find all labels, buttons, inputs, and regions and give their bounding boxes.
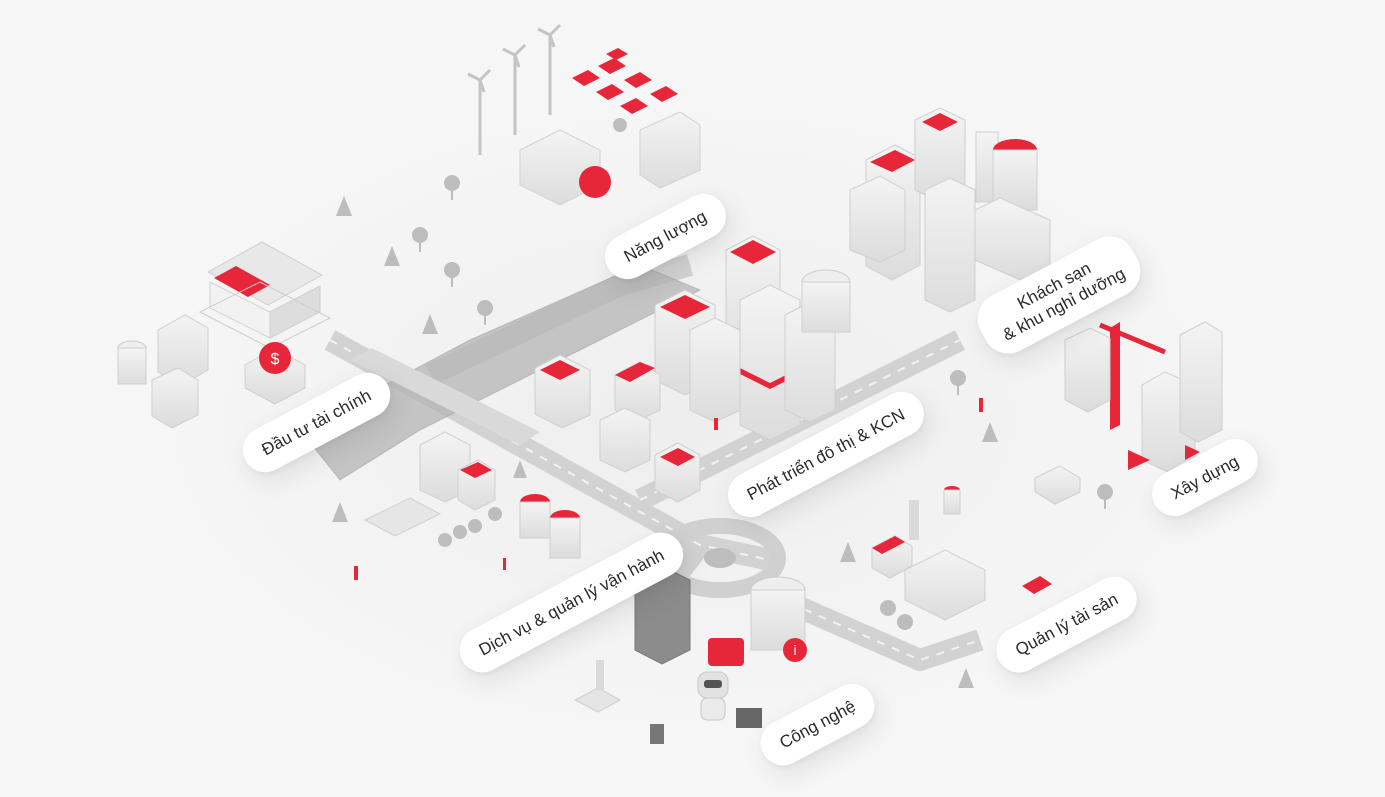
asset-facilities — [871, 465, 1081, 621]
tech-facilities: i — [573, 565, 807, 744]
robot-icon — [697, 671, 729, 721]
svg-text:i: i — [793, 642, 796, 658]
river — [300, 265, 700, 480]
bank-icon — [198, 241, 332, 349]
bridge — [350, 348, 540, 445]
finance-buildings: $ — [117, 314, 306, 429]
trees — [332, 118, 1113, 688]
roundabout-statue — [704, 548, 736, 568]
dollar-coin-icon — [259, 342, 291, 374]
solar-panel-icon — [572, 48, 678, 114]
hotel-buildings — [849, 107, 1051, 313]
wind-turbine-icon — [467, 23, 562, 155]
service-facilities — [363, 431, 581, 559]
power-plant — [519, 111, 701, 206]
people — [354, 398, 983, 580]
svg-text:$: $ — [271, 351, 280, 368]
chat-bubble-icon — [708, 638, 744, 666]
city-towers — [534, 235, 851, 503]
info-icon — [783, 638, 807, 662]
